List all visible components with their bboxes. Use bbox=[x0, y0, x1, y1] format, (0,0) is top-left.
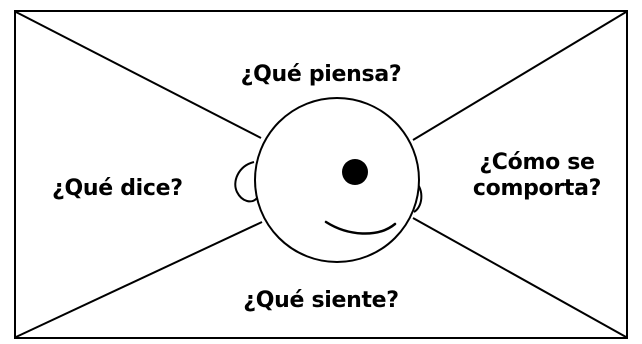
label-que-siente: ¿Qué siente? bbox=[243, 288, 399, 313]
diagonal-bottom-left bbox=[15, 221, 263, 338]
label-que-dice: ¿Qué dice? bbox=[52, 176, 183, 201]
diagonal-top-right bbox=[412, 11, 627, 141]
head-circle bbox=[254, 97, 420, 263]
smile-mouth bbox=[324, 220, 397, 235]
diagonal-top-left bbox=[15, 11, 262, 139]
label-que-piensa: ¿Qué piensa? bbox=[240, 62, 402, 87]
eye bbox=[342, 159, 368, 185]
left-ear bbox=[234, 161, 258, 203]
label-como-se-comporta: ¿Cómo se comporta? bbox=[472, 150, 602, 201]
diagonal-bottom-right bbox=[412, 217, 627, 338]
